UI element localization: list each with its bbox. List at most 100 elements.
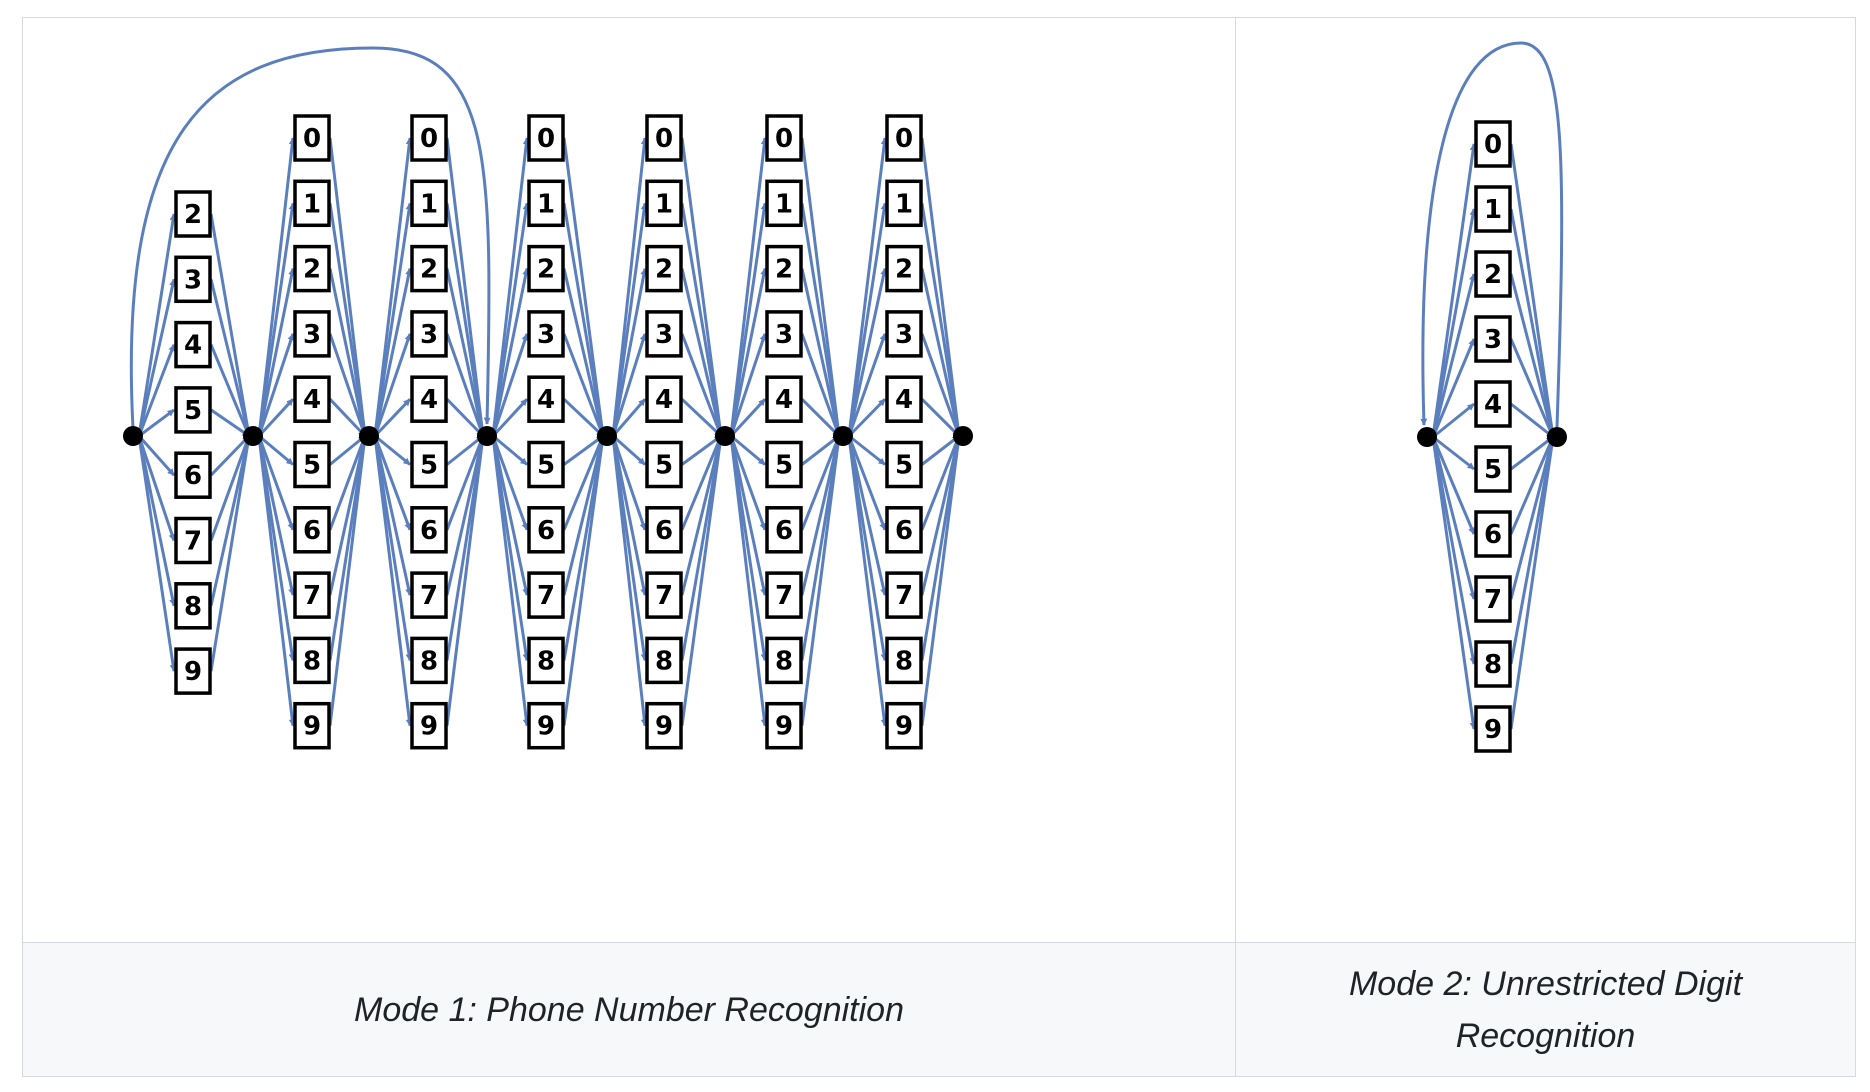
- digit-box-col5-6: 6: [645, 506, 683, 554]
- transition-arrow: [800, 398, 841, 438]
- digit-box-col6-4: 4: [765, 375, 803, 423]
- transition-arrow: [138, 408, 175, 438]
- digit-box-col2-7: 7: [293, 571, 331, 619]
- digit-box-frame: [410, 506, 448, 554]
- digit-label: 5: [655, 451, 673, 481]
- digit-box-col1-3: 3: [174, 255, 212, 304]
- digit-box-col5-3: 3: [645, 310, 683, 358]
- transition-arrow: [491, 267, 530, 437]
- digit-box-frame: [527, 179, 565, 228]
- transition-arrow: [257, 435, 295, 531]
- transition-arrow: [328, 333, 367, 437]
- transition-arrow: [563, 434, 604, 466]
- digit-box-col1-8: 8: [174, 582, 212, 630]
- transition-arrow: [847, 202, 888, 437]
- digit-box-frame: [645, 375, 683, 423]
- digit-label: 1: [775, 189, 793, 219]
- start-node: [123, 426, 143, 446]
- digit-box-frame: [1474, 185, 1512, 233]
- transition-arrow: [611, 267, 648, 437]
- digit-box-col3-5: 5: [410, 440, 448, 489]
- transition-arrow: [611, 435, 648, 727]
- digit-box-frame: [765, 114, 803, 162]
- digit-box-col4-5: 5: [527, 440, 565, 489]
- digit-box-frame: [174, 582, 212, 630]
- digit-label: 0: [655, 124, 673, 154]
- mode2-caption: Mode 2: Unrestricted Digit Recognition: [1348, 964, 1743, 1055]
- digit-label: 5: [420, 451, 438, 481]
- digit-label: 2: [655, 255, 673, 285]
- transition-arrow: [445, 435, 485, 531]
- digit-box-col2-2: 2: [293, 244, 331, 293]
- digit-box-frame: [645, 571, 683, 619]
- digit-box-frame: [410, 571, 448, 619]
- digit-box-col2-4: 4: [293, 375, 331, 423]
- mode1-caption-cell: Mode 1: Phone Number Recognition: [23, 942, 1235, 1076]
- transition-arrow: [1431, 436, 1476, 535]
- digit-box-col3-1: 1: [410, 179, 448, 228]
- digit-label: 8: [655, 646, 673, 676]
- digit-box-frame: [885, 571, 923, 619]
- digit-label: 3: [655, 320, 673, 350]
- transition-arrow: [680, 137, 724, 437]
- transition-arrow: [611, 398, 647, 437]
- digit-box-frame: [1474, 315, 1512, 363]
- transition-arrow: [373, 137, 413, 437]
- digit-label: 0: [420, 124, 438, 154]
- digit-box-frame: [293, 571, 331, 619]
- transition-arrow: [729, 435, 767, 531]
- digit-label: 5: [537, 451, 555, 481]
- transition-arrow: [800, 435, 841, 531]
- transition-arrow: [209, 213, 252, 437]
- digit-label: 9: [303, 712, 321, 742]
- transition-arrow: [800, 333, 841, 437]
- mode2-nodes: [1417, 427, 1567, 447]
- state-node: [597, 426, 617, 446]
- transition-arrow: [562, 435, 605, 596]
- digit-label: 4: [655, 385, 673, 415]
- digit-box-col6-8: 8: [765, 636, 803, 685]
- transition-arrow: [920, 435, 961, 596]
- digit-box-col7-9: 9: [885, 701, 923, 750]
- digit-label: 4: [895, 385, 913, 415]
- mode1-caption: Mode 1: Phone Number Recognition: [354, 990, 904, 1029]
- transition-arrow: [328, 435, 367, 531]
- transition-arrow: [1509, 436, 1556, 730]
- transition-arrow: [1431, 338, 1476, 438]
- digit-label: 5: [1484, 455, 1502, 485]
- digit-label: 4: [420, 385, 438, 415]
- digit-label: 1: [303, 189, 321, 219]
- mode2-edges: [1420, 41, 1564, 730]
- digit-label: 7: [1484, 585, 1502, 615]
- transition-arrow: [491, 202, 530, 437]
- mode1-nodes: [123, 426, 973, 446]
- digit-box-col4-0: 0: [527, 114, 565, 162]
- transition-arrow: [373, 267, 413, 437]
- transition-arrow: [257, 435, 296, 727]
- transition-arrow: [445, 203, 486, 437]
- transition-arrow: [445, 137, 486, 437]
- transition-arrow: [847, 435, 887, 531]
- end-node: [953, 426, 973, 446]
- digit-box-col7-5: 5: [885, 440, 923, 489]
- transition-arrow: [491, 398, 529, 438]
- digit-box-5: 5: [1474, 445, 1512, 493]
- digit-box-3: 3: [1474, 315, 1512, 363]
- digit-box-frame: [410, 244, 448, 293]
- digit-box-6: 6: [1474, 510, 1512, 558]
- state-node: [833, 426, 853, 446]
- digit-box-frame: [645, 636, 683, 685]
- digit-box-frame: [765, 244, 803, 293]
- digit-label: 3: [537, 320, 555, 350]
- transition-arrow: [445, 268, 486, 437]
- transition-arrow: [562, 203, 606, 437]
- digit-box-frame: [765, 310, 803, 358]
- digit-box-frame: [174, 647, 212, 695]
- digit-box-col7-3: 3: [885, 310, 923, 358]
- digit-box-frame: [885, 375, 923, 423]
- transition-arrow: [920, 268, 962, 437]
- digit-box-col2-6: 6: [293, 506, 331, 554]
- digit-box-col1-9: 9: [174, 647, 212, 695]
- digit-box-frame: [645, 114, 683, 162]
- digit-label: 8: [420, 646, 438, 676]
